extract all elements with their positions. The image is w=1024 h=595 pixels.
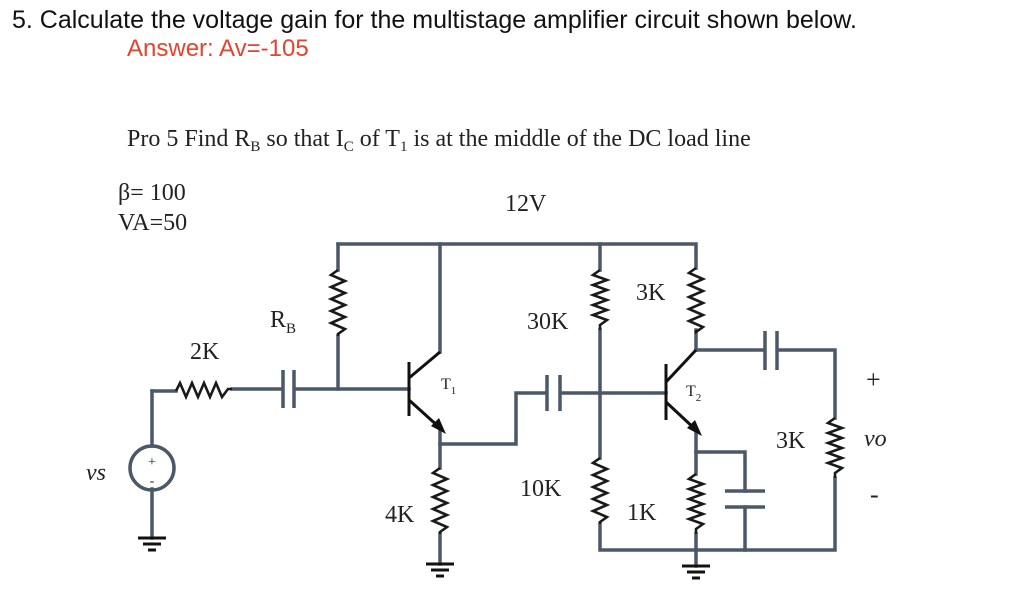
resistor-3k-load [824,416,846,478]
problem-part: so that I [260,126,344,152]
r-emitter2-label: 1K [627,500,657,526]
coupling-capacitor-interstage [545,375,562,411]
resistor-4k [429,466,451,534]
coupling-capacitor-input [281,370,296,408]
problem-sub: 1 [399,139,408,155]
t1-main: T [441,376,451,393]
r-load-label: 3K [776,428,806,454]
resistor-2k [174,379,232,401]
problem-part: is at the middle of the DC load line [407,126,751,152]
resistor-rb [327,268,349,336]
ground-t1-emitter [426,562,454,578]
rb-main: R [270,307,286,333]
supply-label: 12V [505,191,547,217]
source-plus: + [148,455,156,470]
problem-sub: C [343,139,354,155]
beta-param: β= 100 [118,180,186,206]
problem-part: Pro 5 Find R [127,126,251,152]
problem-statement: Pro 5 Find RB so that IC of T1 is at the… [127,126,751,156]
r-source-label: 2K [190,339,220,365]
out-label: vo [864,426,887,452]
question-text: 5. Calculate the voltage gain for the mu… [12,6,857,34]
problem-sub: B [250,139,261,155]
t1-sub: 1 [451,385,457,397]
ground-t2-emitter [682,564,710,580]
coupling-capacitor-output [763,331,779,370]
resistor-10k [589,456,611,524]
out-minus-label: - [870,480,879,509]
t2-label: T2 [686,383,701,404]
source-label: vs [86,460,106,486]
rb-sub: B [286,321,296,337]
out-plus-label: + [866,365,881,394]
resistor-3k-collector [685,266,707,335]
problem-part: of T [353,126,400,152]
t2-main: T [686,383,696,400]
wires [150,242,837,568]
transistor-t1 [407,350,446,434]
resistor-1k [685,472,707,534]
rb-label: RB [270,307,296,337]
r-emitter1-label: 4K [385,502,415,528]
bypass-capacitor [725,489,765,509]
r-10k-label: 10K [520,476,562,502]
va-param: VA=50 [118,210,188,236]
r-collector2-label: 3K [636,280,666,306]
t2-sub: 2 [696,392,702,404]
answer-text: Answer: Av=-105 [127,35,309,62]
transistor-t2 [664,348,702,436]
voltage-source: + - [128,444,176,492]
t1-label: T1 [441,376,456,397]
resistor-30k [589,268,611,330]
r-30k-label: 30K [527,309,569,335]
ground-source [138,536,166,552]
source-minus: - [150,474,155,489]
